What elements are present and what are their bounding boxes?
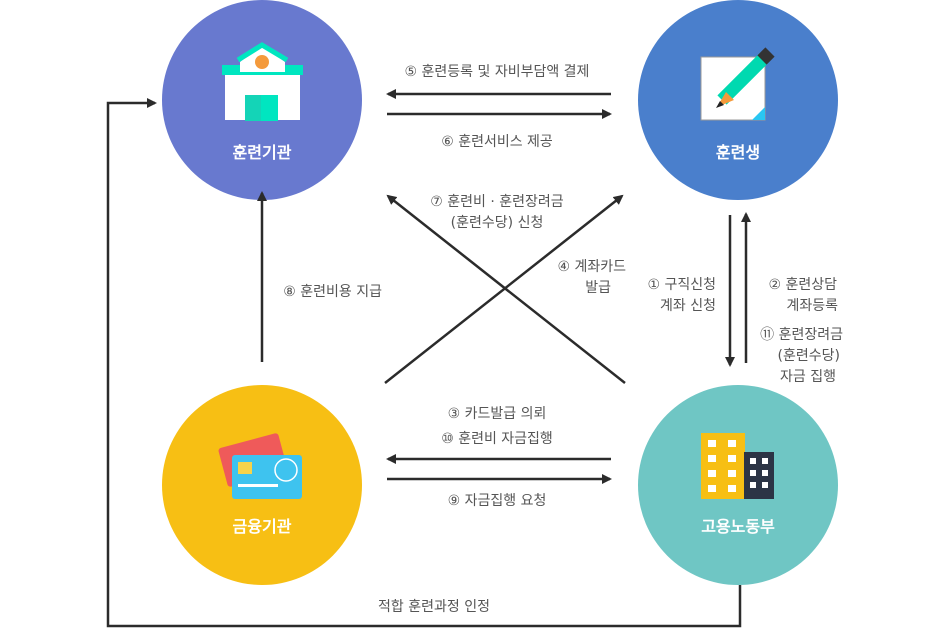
flow-label-1: ① 구직신청: [647, 277, 716, 293]
pencil-paper-icon: [700, 47, 775, 121]
school-building-icon: [222, 42, 303, 121]
flow-label-2: 계좌등록: [786, 298, 838, 314]
arrow-apply-cost: [386, 194, 626, 384]
flow-label-6: ⑥ 훈련서비스 제공: [441, 134, 553, 150]
flow-label-9: ⑨ 자금집행 요청: [448, 493, 547, 509]
flow-label-4: 발급: [585, 280, 611, 296]
node-bank: 금융기관: [162, 385, 362, 585]
flow-label-4: ④ 계좌카드: [557, 259, 626, 275]
flow-label-11: 자금 집행: [780, 369, 836, 385]
credit-card-icon: [218, 433, 302, 499]
node-trainee: 훈련생: [638, 0, 838, 200]
node-ministry: 고용노동부: [638, 385, 838, 585]
node-label: 고용노동부: [701, 517, 775, 536]
flow-label-11: ⑪ 훈련장려금: [760, 327, 843, 343]
flow-label-11: (훈련수당): [778, 348, 840, 364]
flow-label-7: ⑦ 훈련비 · 훈련장려금: [430, 194, 564, 210]
flow-label-2: ② 훈련상담: [768, 277, 837, 293]
flow-label-3: ③ 카드발급 의뢰: [448, 406, 547, 422]
office-buildings-icon: [701, 433, 774, 499]
flow-label-10: ⑩ 훈련비 자금집행: [441, 431, 553, 447]
arrow-card-issue: [384, 194, 624, 384]
node-label: 금융기관: [233, 517, 292, 536]
flow-label-1: 계좌 신청: [660, 298, 716, 314]
arrow-course-approval: [106, 98, 742, 628]
flow-label-7: (훈련수당) 신청: [451, 215, 544, 231]
flow-label-5: ⑤ 훈련등록 및 자비부담액 결제: [405, 64, 590, 80]
node-label: 훈련생: [716, 143, 760, 162]
flow-label-8: ⑧ 훈련비용 지급: [283, 284, 382, 300]
node-training-institution: 훈련기관: [162, 0, 362, 200]
node-label: 훈련기관: [233, 143, 292, 162]
flow-label-approval: 적합 훈련과정 인정: [378, 599, 490, 615]
